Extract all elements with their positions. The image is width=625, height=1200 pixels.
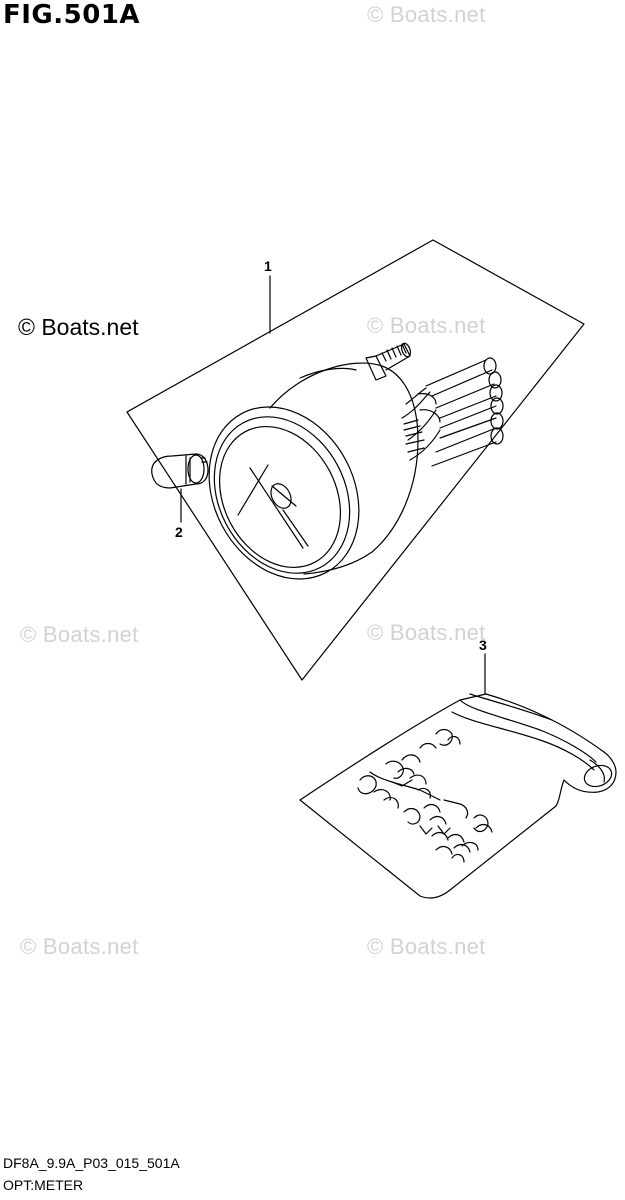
watermark: © Boats.net — [20, 622, 139, 647]
watermark: © Boats.net — [20, 934, 139, 959]
callout-2: 2 — [175, 524, 183, 540]
watermark: © Boats.net — [367, 313, 486, 338]
diagram-caption: OPT:METER — [3, 1177, 84, 1193]
bulb-part — [151, 453, 209, 489]
callout-1: 1 — [264, 258, 272, 274]
figure-title: FIG.501A — [3, 0, 141, 30]
watermark: © Boats.net — [367, 934, 486, 959]
assembly-frame — [126, 239, 585, 681]
watermark: © Boats.net — [367, 2, 486, 27]
callout-3: 3 — [479, 637, 487, 653]
watermark: © Boats.net — [367, 620, 486, 645]
watermark-dark: © Boats.net — [18, 314, 139, 340]
diagram-code: DF8A_9.9A_P03_015_501A — [3, 1155, 180, 1171]
meter-gauge — [208, 342, 504, 580]
hardware-bag — [299, 653, 617, 899]
